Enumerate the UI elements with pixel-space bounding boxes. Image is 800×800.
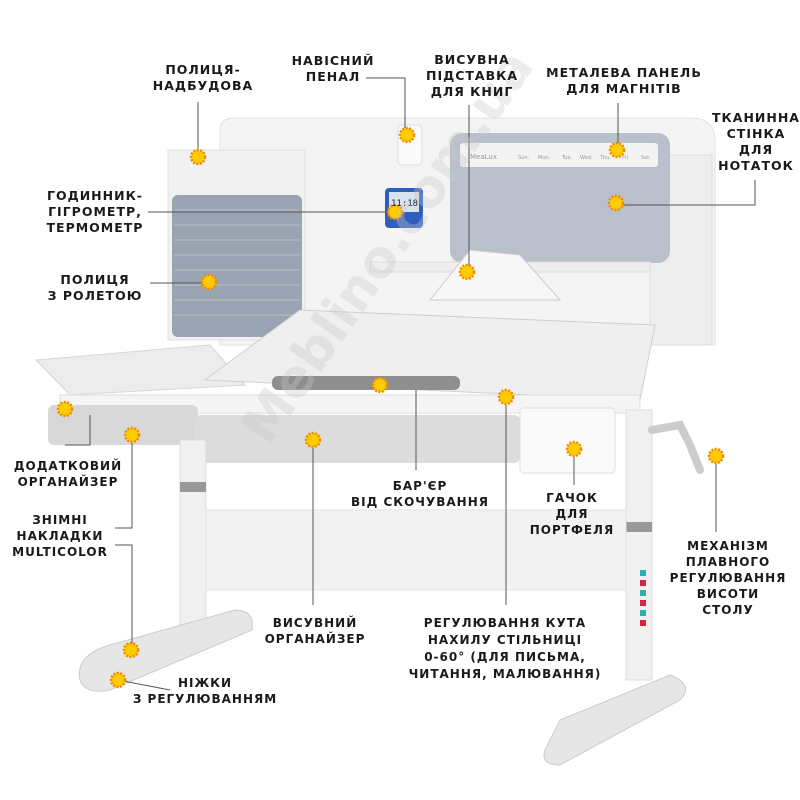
panel-brand: MeaLux (470, 153, 497, 161)
svg-text:Tue.: Tue. (561, 155, 573, 161)
marker-metal-panel (608, 141, 626, 159)
svg-text:Sun.: Sun. (518, 155, 530, 161)
marker-tilt (497, 388, 515, 406)
marker-hook (565, 440, 583, 458)
hotspot-markers (56, 126, 725, 689)
roller-slats (174, 209, 300, 316)
marker-roller-shelf (200, 273, 218, 291)
marker-covers (123, 426, 141, 444)
right-leg (625, 409, 653, 681)
left-leg (179, 439, 207, 636)
marker-height-mechanism (707, 447, 725, 465)
metal-panel (460, 143, 658, 167)
marker-book-stand (458, 263, 476, 281)
svg-text:Fri.: Fri. (622, 155, 630, 161)
svg-text:Sat.: Sat. (641, 155, 651, 161)
color-scale (640, 570, 646, 626)
desktop-left (34, 344, 247, 396)
anti-roll-barrier (272, 376, 460, 390)
marker-drawer (304, 431, 322, 449)
svg-text:Mon.: Mon. (538, 155, 551, 161)
marker-shelf-top (189, 148, 207, 166)
crank-handle (648, 420, 704, 474)
roller-shutter (172, 195, 302, 337)
left-foot (78, 609, 253, 692)
marker-pencil-case (398, 126, 416, 144)
svg-text:Thu.: Thu. (599, 155, 611, 161)
label-clock: ГОДИННИК-ГІГРОМЕТР,ТЕРМОМЕТР (46, 188, 144, 235)
marker-barrier (371, 376, 389, 394)
right-foot (543, 674, 687, 766)
marker-fabric-wall (607, 194, 625, 212)
book-stand (428, 249, 562, 301)
side-organizer (48, 405, 198, 445)
crossbar (205, 509, 627, 591)
drawer (195, 415, 520, 463)
leader-lines (65, 77, 756, 691)
panel-days: Sun. Mon. Tue. Wed. Thu. Fri. Sat. (518, 155, 651, 161)
label-shelf-top: ПОЛИЦЯ-НАДБУДОВА (152, 62, 254, 93)
marker-clock (386, 203, 404, 221)
marker-extra-organizer (56, 400, 74, 418)
marker-legs (109, 671, 127, 689)
clock-time: 11:18 (391, 199, 418, 209)
bag-hook-panel (519, 407, 616, 474)
marker-covers-foot (122, 641, 140, 659)
svg-text:Wed.: Wed. (580, 155, 593, 161)
